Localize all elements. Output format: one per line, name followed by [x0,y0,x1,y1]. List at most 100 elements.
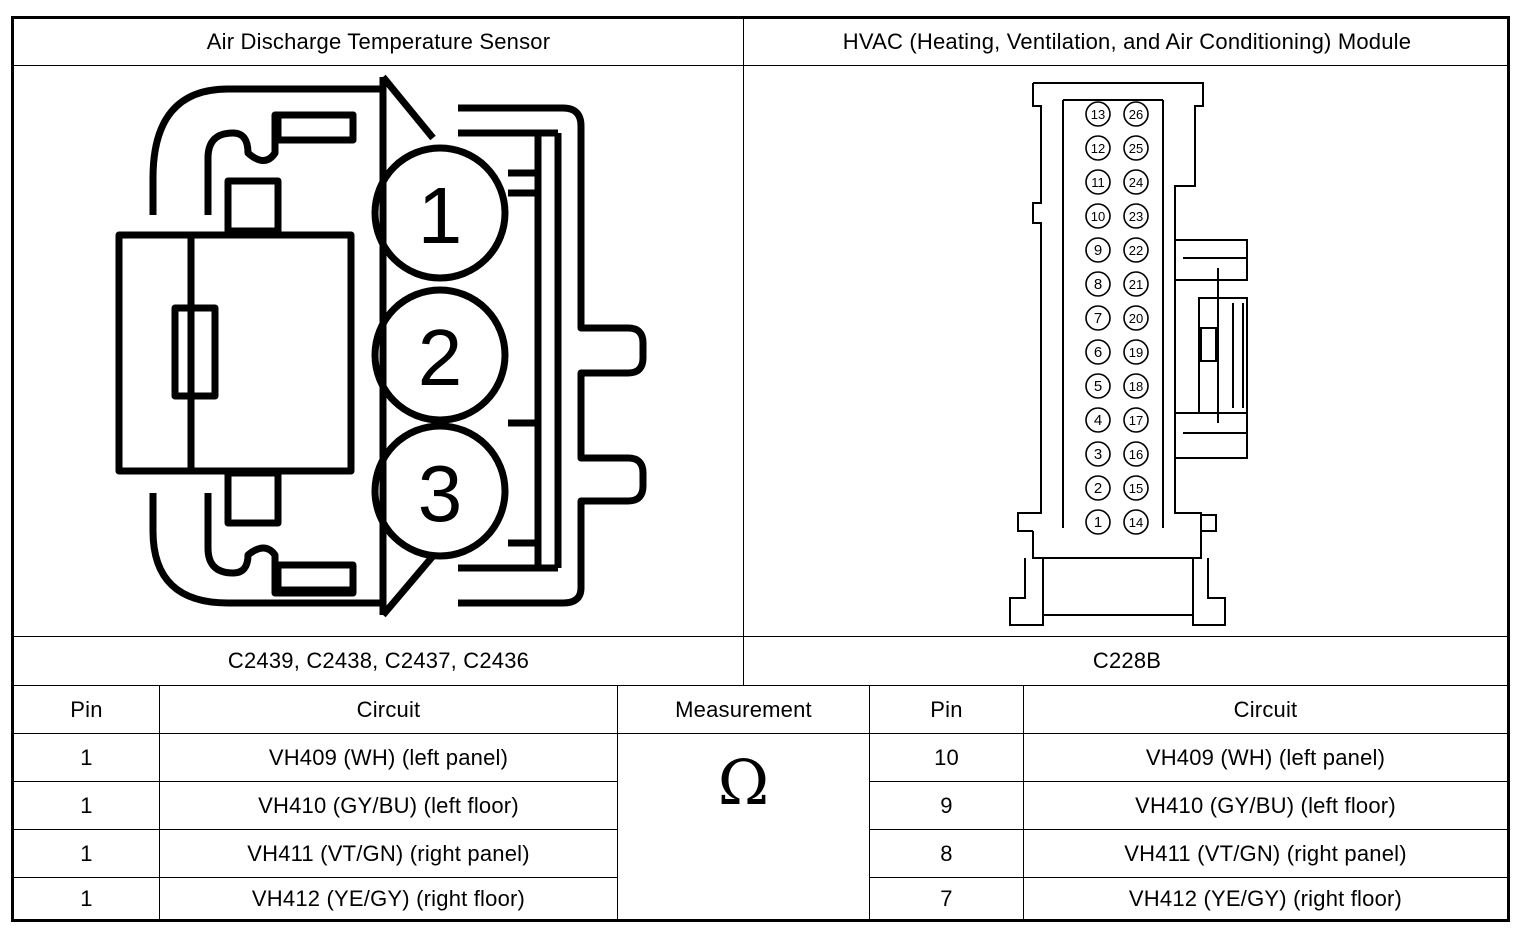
divider [159,685,160,919]
module-pin-circle [1085,441,1111,467]
module-connector-id: C228B [1092,648,1162,673]
table-cell-circuit: VH410 (GY/BU) (left floor) [1135,792,1396,818]
module-pin-circle [1085,237,1111,263]
table-cell-pin: 1 [80,840,93,866]
divider [14,685,1507,686]
module-pin-circle [1085,169,1111,195]
module-pin-label: 16 [1129,447,1143,462]
module-pin-label: 9 [1094,242,1102,259]
sensor-pin-label: 1 [418,171,463,260]
module-pin-circle [1085,475,1111,501]
module-pin-label: 21 [1129,277,1143,292]
module-pin-label: 5 [1094,378,1102,395]
table-cell-pin: 10 [934,744,959,770]
sensor-title: Air Discharge Temperature Sensor [206,29,551,54]
table-cell-circuit: VH412 (YE/GY) (right floor) [1128,885,1403,911]
module-pin-circle [1123,101,1149,127]
divider [743,19,744,685]
divider [617,685,618,919]
module-pin-label: 6 [1094,344,1102,361]
divider [14,781,617,782]
divider [14,829,617,830]
module-pin-circle [1123,135,1149,161]
module-pin-circle [1123,169,1149,195]
column-header-pin: Pin [70,696,103,722]
divider [869,877,1507,878]
divider [869,829,1507,830]
module-pin-circle [1123,441,1149,467]
divider [14,65,1507,66]
module-pin-circle [1085,373,1111,399]
module-pin-circle [1123,509,1149,535]
sensor-connector-ids: C2439, C2438, C2437, C2436 [227,648,530,673]
table-cell-pin: 9 [940,792,953,818]
divider [1023,685,1024,919]
module-pin-label: 2 [1094,480,1102,497]
module-pin-label: 3 [1094,446,1102,463]
pinout-sheet: Air Discharge Temperature Sensor HVAC (H… [11,16,1510,922]
module-pin-circle [1123,305,1149,331]
module-pin-circle [1123,339,1149,365]
table-cell-circuit: VH410 (GY/BU) (left floor) [258,792,519,818]
module-pin-label: 10 [1091,209,1105,224]
module-pin-label: 11 [1091,175,1105,190]
table-cell-circuit: VH411 (VT/GN) (right panel) [1124,840,1407,866]
module-pin-circle [1123,407,1149,433]
module-pin-label: 20 [1129,311,1143,326]
table-cell-circuit: VH411 (VT/GN) (right panel) [247,840,530,866]
table-cell-circuit: VH409 (WH) (left panel) [1145,744,1386,770]
sensor-pin-label: 2 [418,313,463,402]
divider [869,781,1507,782]
module-pin-label: 7 [1094,310,1102,327]
table-cell-pin: 8 [940,840,953,866]
module-pin-circle [1123,237,1149,263]
module-pin-label: 15 [1129,481,1143,496]
divider [14,877,617,878]
module-pin-circle [1085,271,1111,297]
table-cell-pin: 1 [80,885,93,911]
divider [14,733,1507,734]
column-header-measurement: Measurement [675,696,812,722]
module-pin-circle [1085,101,1111,127]
column-header-circuit: Circuit [356,696,421,722]
sensor-connector-drawing: 1 2 3 [115,74,647,618]
table-cell-pin: 7 [940,885,953,911]
module-pin-label: 14 [1129,515,1143,530]
module-pin-label: 8 [1094,276,1102,293]
table-cell-pin: 1 [80,744,93,770]
module-pin-circle [1085,135,1111,161]
module-pin-label: 17 [1129,413,1143,428]
table-cell-circuit: VH409 (WH) (left panel) [268,744,509,770]
module-pin-label: 13 [1091,107,1105,122]
table-cell-pin: 1 [80,792,93,818]
table-cell-circuit: VH412 (YE/GY) (right floor) [251,885,526,911]
module-pin-label: 22 [1129,243,1143,258]
module-pin-label: 23 [1129,209,1143,224]
module-pin-circle [1123,271,1149,297]
sensor-pin-label: 3 [418,449,463,538]
divider [14,636,1507,637]
module-pin-label: 1 [1094,514,1102,531]
column-header-circuit: Circuit [1233,696,1298,722]
module-pin-circle [1085,407,1111,433]
module-pin-label: 24 [1129,175,1143,190]
module-pin-circle [1085,305,1111,331]
module-pin-circle [1085,509,1111,535]
module-pin-circle [1085,339,1111,365]
module-pin-label: 18 [1129,379,1143,394]
module-pin-circle [1085,203,1111,229]
ohm-symbol: Ω [717,745,770,819]
module-connector-drawing: 1312111098765432126252423222120191817161… [1009,82,1248,626]
module-pin-label: 26 [1129,107,1143,122]
module-pin-circle [1123,475,1149,501]
module-pin-label: 25 [1129,141,1143,156]
module-title: HVAC (Heating, Ventilation, and Air Cond… [842,29,1412,54]
module-pin-circle [1123,373,1149,399]
module-pin-grid: 1312111098765432126252423222120191817161… [1085,101,1149,535]
module-pin-label: 4 [1094,412,1102,429]
column-header-pin: Pin [930,696,963,722]
module-pin-circle [1123,203,1149,229]
divider [869,685,870,919]
module-pin-label: 19 [1129,345,1143,360]
module-pin-label: 12 [1091,141,1105,156]
